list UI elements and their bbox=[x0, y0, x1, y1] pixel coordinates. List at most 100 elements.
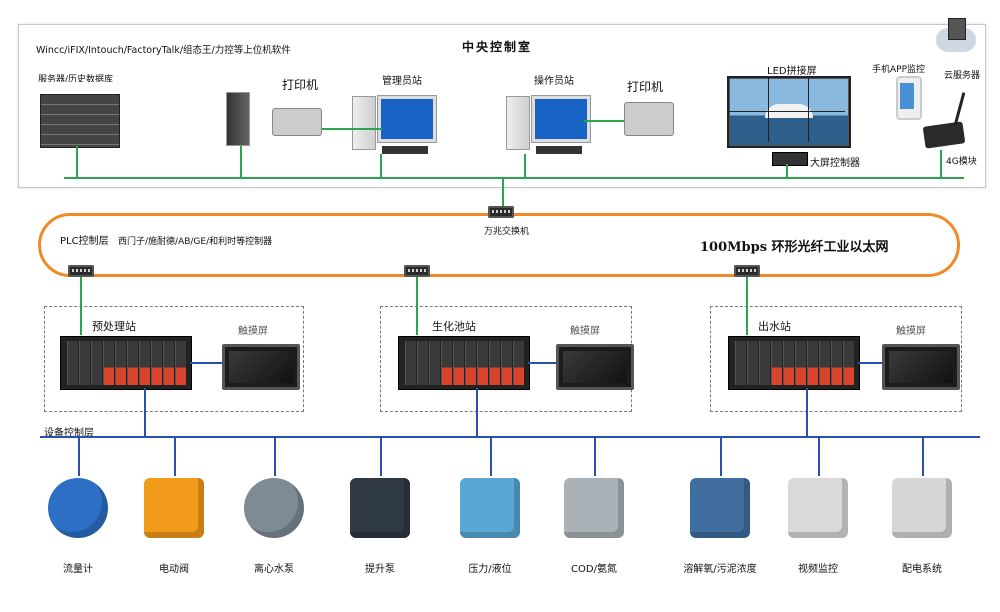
switch-label: 万兆交换机 bbox=[484, 227, 530, 237]
flowmeter-icon bbox=[48, 478, 108, 538]
plc-module-slot bbox=[429, 341, 440, 385]
operator-station-label: 操作员站 bbox=[534, 76, 574, 87]
plc-module-slot bbox=[115, 341, 126, 385]
plc-brands-label: 西门子/施耐德/AB/GE/和利时等控制器 bbox=[118, 237, 273, 247]
plc-module-slot bbox=[417, 341, 428, 385]
device-drop-line bbox=[174, 436, 176, 476]
device-label: 提升泵 bbox=[365, 564, 395, 575]
device-label: 溶解氧/污泥浓度 bbox=[683, 564, 757, 575]
plc-rack-3-icon bbox=[728, 336, 860, 390]
plc-module-slot bbox=[175, 341, 186, 385]
device-label: 离心水泵 bbox=[254, 564, 294, 575]
device-bus bbox=[40, 436, 980, 438]
server-label: 服务器/历史数据库 bbox=[38, 75, 114, 85]
device-drop-line bbox=[818, 436, 820, 476]
operator-monitor-icon bbox=[532, 96, 590, 142]
plc-rack-1-icon bbox=[60, 336, 192, 390]
plc-module-slot bbox=[151, 341, 162, 385]
server-tower-icon bbox=[226, 92, 250, 146]
electric-valve-icon bbox=[144, 478, 204, 538]
mobile-app-label: 手机APP监控 bbox=[872, 65, 926, 75]
plc-module-slot bbox=[831, 341, 842, 385]
centrifugal-pump-icon bbox=[244, 478, 304, 538]
plc-module-slot bbox=[441, 341, 452, 385]
cloud-server-label: 云服务器 bbox=[944, 71, 981, 81]
printer2-label: 打印机 bbox=[627, 80, 664, 94]
plc-module-slot bbox=[453, 341, 464, 385]
station-3-name: 出水站 bbox=[758, 320, 791, 333]
plc-module-slot bbox=[103, 341, 114, 385]
printer-icon bbox=[272, 108, 322, 136]
plc-module-slot bbox=[747, 341, 758, 385]
lift-pump-icon bbox=[350, 478, 410, 538]
big-screen-controller-icon bbox=[772, 152, 808, 166]
plc-module-slot bbox=[819, 341, 830, 385]
device-label: 视频监控 bbox=[798, 564, 838, 575]
plc-module-slot bbox=[91, 341, 102, 385]
station-2-touch-label: 触摸屏 bbox=[570, 326, 600, 337]
touch-screen-1-icon bbox=[222, 344, 300, 390]
device-drop-line bbox=[922, 436, 924, 476]
device-label: 配电系统 bbox=[902, 564, 942, 575]
plc-module-slot bbox=[501, 341, 512, 385]
control-room-bus bbox=[64, 177, 964, 179]
operator-pc-tower-icon bbox=[506, 96, 530, 150]
plc-module-slot bbox=[163, 341, 174, 385]
plc-module-slot bbox=[513, 341, 524, 385]
station-1-touch-label: 触摸屏 bbox=[238, 326, 268, 337]
device-label: COD/氨氮 bbox=[571, 564, 617, 575]
plc-module-slot bbox=[127, 341, 138, 385]
device-drop-line bbox=[720, 436, 722, 476]
plc-module-slot bbox=[735, 341, 746, 385]
manager-keyboard-icon bbox=[382, 146, 428, 154]
plc-layer-label: PLC控制层 bbox=[60, 236, 109, 247]
station-3-panel bbox=[710, 306, 962, 412]
4g-module-label: 4G模块 bbox=[946, 157, 977, 167]
plc-rack-2-icon bbox=[398, 336, 530, 390]
plc-module-slot bbox=[807, 341, 818, 385]
manager-pc-tower-icon bbox=[352, 96, 376, 150]
printer1-label: 打印机 bbox=[282, 78, 319, 92]
ring-switch-3-icon bbox=[734, 265, 760, 277]
station-2-name: 生化池站 bbox=[432, 320, 476, 333]
camera-icon bbox=[788, 478, 848, 538]
plc-module-slot bbox=[771, 341, 782, 385]
touch-screen-2-icon bbox=[556, 344, 634, 390]
device-drop-line bbox=[594, 436, 596, 476]
operator-keyboard-icon bbox=[536, 146, 582, 154]
station-1-panel bbox=[44, 306, 304, 412]
device-label: 压力/液位 bbox=[468, 564, 512, 575]
plc-module-slot bbox=[489, 341, 500, 385]
plc-module-slot bbox=[783, 341, 794, 385]
manager-station-label: 管理员站 bbox=[382, 76, 422, 87]
device-label: 流量计 bbox=[63, 564, 93, 575]
ring-switch-2-icon bbox=[404, 265, 430, 277]
touch-screen-3-icon bbox=[882, 344, 960, 390]
pressure-transmitter-icon bbox=[460, 478, 520, 538]
device-drop-line bbox=[380, 436, 382, 476]
plc-module-slot bbox=[67, 341, 78, 385]
led-wall-label: LED拼接屏 bbox=[767, 66, 817, 77]
plc-module-slot bbox=[405, 341, 416, 385]
manager-monitor-icon bbox=[378, 96, 436, 142]
printer2-icon bbox=[624, 102, 674, 136]
control-room-title: 中央控制室 bbox=[462, 40, 533, 54]
led-splicing-screen-icon bbox=[727, 76, 851, 148]
plc-module-slot bbox=[139, 341, 150, 385]
plc-module-slot bbox=[477, 341, 488, 385]
device-drop-line bbox=[490, 436, 492, 476]
plc-module-slot bbox=[795, 341, 806, 385]
ring-switch-1-icon bbox=[68, 265, 94, 277]
cloud-icon bbox=[936, 18, 976, 52]
plc-module-slot bbox=[465, 341, 476, 385]
device-layer-label: 设备控制层 bbox=[44, 428, 94, 439]
plc-module-slot bbox=[759, 341, 770, 385]
do-analyzer-icon bbox=[690, 478, 750, 538]
station-1-name: 预处理站 bbox=[92, 320, 136, 333]
core-switch-icon bbox=[488, 206, 514, 218]
power-cabinet-icon bbox=[892, 478, 952, 538]
cod-analyzer-icon bbox=[564, 478, 624, 538]
server-rack-icon bbox=[40, 94, 120, 148]
ethernet-label: 100Mbps 环形光纤工业以太网 bbox=[700, 240, 889, 255]
mobile-phone-icon bbox=[896, 76, 922, 120]
